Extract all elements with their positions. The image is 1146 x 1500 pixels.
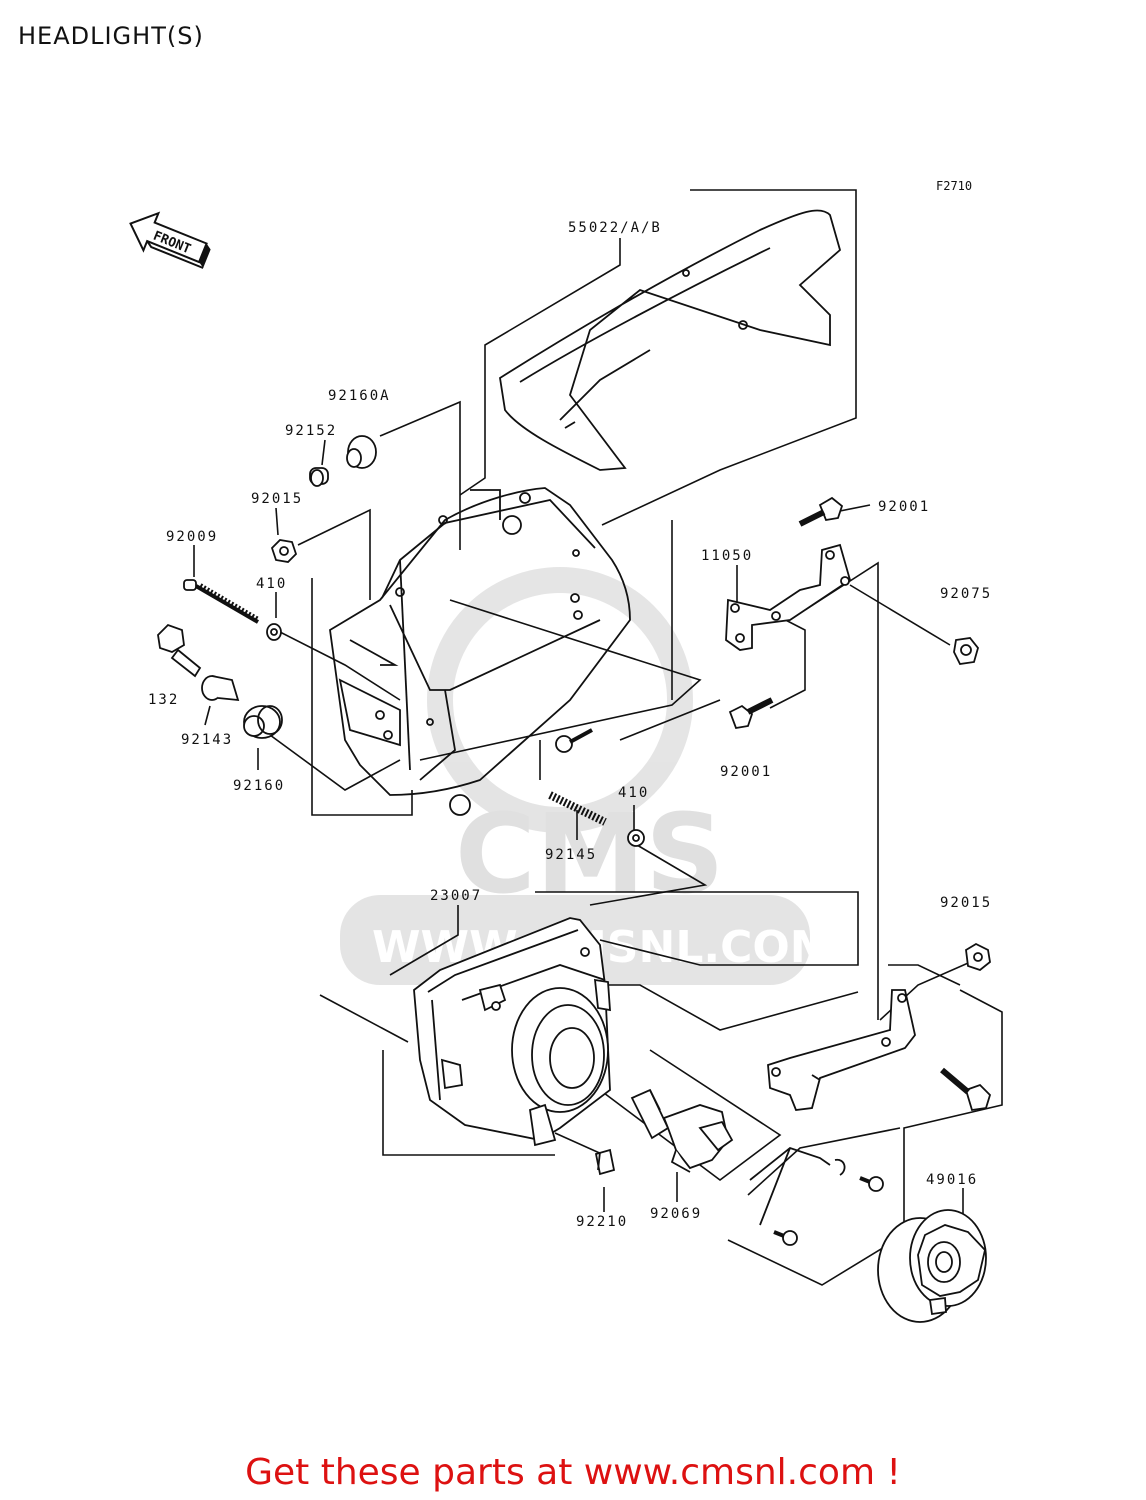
leader-lines bbox=[193, 189, 1003, 1286]
headlight-cover-49016 bbox=[877, 1209, 987, 1323]
part-label-410-top: 410 bbox=[256, 576, 287, 592]
part-label-92075: 92075 bbox=[940, 586, 992, 602]
part-label-92069: 92069 bbox=[650, 1206, 702, 1222]
adjuster-screw-1 bbox=[859, 1176, 884, 1192]
watermark-brand: CMS bbox=[455, 790, 724, 918]
bolt-132 bbox=[157, 623, 202, 678]
part-label-92001-top: 92001 bbox=[878, 499, 930, 515]
part-label-92015-top: 92015 bbox=[251, 491, 303, 507]
part-label-132: 132 bbox=[148, 692, 179, 708]
bolt-lower-bracket bbox=[940, 1067, 992, 1112]
bolt-92001-top bbox=[798, 496, 844, 527]
bracket-11050 bbox=[725, 543, 852, 651]
part-label-92143: 92143 bbox=[181, 732, 233, 748]
collar-92143 bbox=[201, 675, 240, 702]
figure-code: F2710 bbox=[936, 179, 973, 193]
screw-92009 bbox=[183, 579, 260, 624]
part-label-11050: 11050 bbox=[701, 548, 753, 564]
watermark: CMS WWW.CMSNL.COM bbox=[340, 567, 834, 985]
part-label-92160a: 92160A bbox=[328, 388, 391, 404]
washer-410-top bbox=[266, 623, 282, 641]
part-label-410-bottom: 410 bbox=[618, 785, 649, 801]
part-label-55022: 55022/A/B bbox=[568, 220, 662, 236]
headlight-unit-23007 bbox=[413, 917, 611, 1147]
inner-fairing bbox=[329, 487, 631, 816]
part-labels: 55022/A/B 92160A 92152 92015 92009 410 1… bbox=[148, 220, 992, 1230]
part-label-92001-bottom: 92001 bbox=[720, 764, 772, 780]
part-label-92210: 92210 bbox=[576, 1214, 628, 1230]
part-label-92145: 92145 bbox=[545, 847, 597, 863]
part-label-92152: 92152 bbox=[285, 423, 337, 439]
washer-410-bottom bbox=[627, 829, 645, 847]
nut-92015-bottom bbox=[965, 942, 991, 972]
footer-banner[interactable]: Get these parts at www.cmsnl.com ! bbox=[245, 1452, 901, 1493]
page-title: HEADLIGHT(S) bbox=[18, 22, 204, 50]
part-label-23007: 23007 bbox=[430, 888, 482, 904]
nut-92015-top bbox=[270, 539, 298, 563]
bulb-92069 bbox=[630, 1088, 734, 1173]
screw-housing bbox=[555, 728, 593, 753]
part-label-92009: 92009 bbox=[166, 529, 218, 545]
lower-bracket bbox=[767, 989, 916, 1111]
upper-cowl bbox=[499, 209, 842, 471]
hardware-parts bbox=[157, 435, 992, 1246]
part-label-92015-bottom: 92015 bbox=[940, 895, 992, 911]
part-label-92160: 92160 bbox=[233, 778, 285, 794]
bolt-92001-bottom bbox=[728, 697, 774, 730]
adjuster-screw-2 bbox=[773, 1230, 798, 1246]
grommet-92160a bbox=[346, 435, 377, 469]
part-label-49016: 49016 bbox=[926, 1172, 978, 1188]
bulb-spring-clip bbox=[749, 1146, 846, 1226]
collar-92152 bbox=[309, 467, 329, 487]
nut-92075 bbox=[953, 637, 979, 665]
grommet-92160 bbox=[243, 705, 283, 739]
clip-92210 bbox=[594, 1148, 616, 1176]
front-arrow-icon: FRONT bbox=[129, 211, 211, 269]
